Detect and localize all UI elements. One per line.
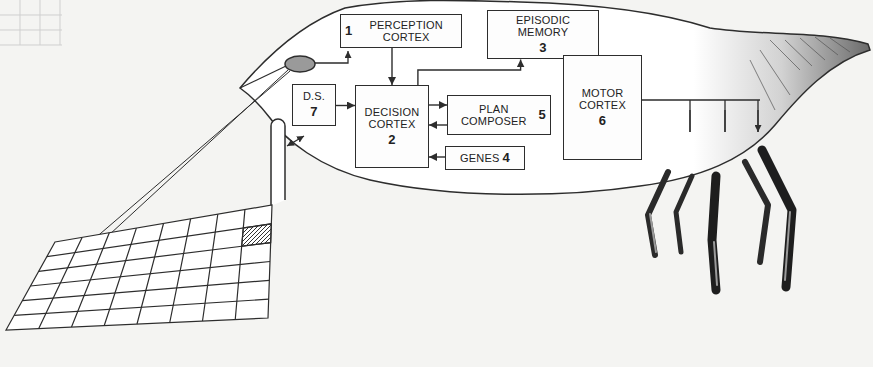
paper-grid [0, 0, 62, 45]
box-label: D.S. [303, 90, 325, 102]
planner-box: PLAN COMPOSER5 [447, 95, 551, 135]
shading-lines [750, 37, 850, 110]
memory-box: EPISODIC MEMORY 3 [487, 10, 599, 59]
eye-signal-arrow [315, 51, 348, 63]
box-label: PERCEPTION CORTEX [355, 19, 457, 43]
arrow-connector [391, 48, 392, 85]
screen-outline [6, 205, 272, 330]
paper-grid-lines [0, 0, 62, 45]
leg [648, 172, 668, 255]
genes-box: GENES4 [445, 146, 525, 170]
box-label: MOTOR CORTEX [568, 87, 637, 111]
callout-number: 4 [503, 151, 510, 165]
perception-box: 1PERCEPTION CORTEX [340, 14, 462, 48]
screen-columns [39, 210, 245, 329]
box-label: GENES [460, 152, 500, 164]
arrow-connector [429, 124, 447, 125]
callout-number: 5 [539, 108, 546, 122]
callout-number: 6 [599, 114, 606, 128]
leg [676, 176, 692, 252]
leg [762, 150, 792, 287]
body-outline [240, 0, 870, 194]
ds-double-arrow [287, 136, 304, 146]
tail-shading [750, 37, 850, 110]
decision-box: DECISION CORTEX 2 [355, 85, 429, 168]
callout-number: 3 [539, 41, 546, 55]
legs [648, 150, 792, 290]
screen-rows [14, 224, 271, 315]
callout-number: 7 [310, 105, 317, 119]
arrow-connector [429, 156, 445, 157]
callout-number: 1 [345, 24, 352, 38]
box-label: DECISION CORTEX [360, 106, 424, 130]
leg-highlight [650, 212, 790, 285]
eye [285, 56, 315, 72]
screen-grid [6, 205, 272, 330]
arrow-connector [336, 105, 355, 106]
eye-line [240, 66, 286, 88]
motor-signal-arrows [690, 110, 758, 132]
motor-box: MOTOR CORTEX 6 [563, 55, 642, 160]
box-label: PLAN COMPOSER [452, 103, 536, 127]
leg [745, 162, 768, 262]
stalk [271, 119, 285, 206]
arrow-connector [429, 104, 447, 105]
motor-signal-lines [642, 100, 760, 132]
sight-lines [7, 70, 290, 329]
arrow-connector [418, 59, 521, 85]
callout-number: 2 [388, 133, 395, 147]
ds-box: D.S. 7 [292, 84, 336, 126]
box-label: EPISODIC MEMORY [492, 14, 594, 38]
